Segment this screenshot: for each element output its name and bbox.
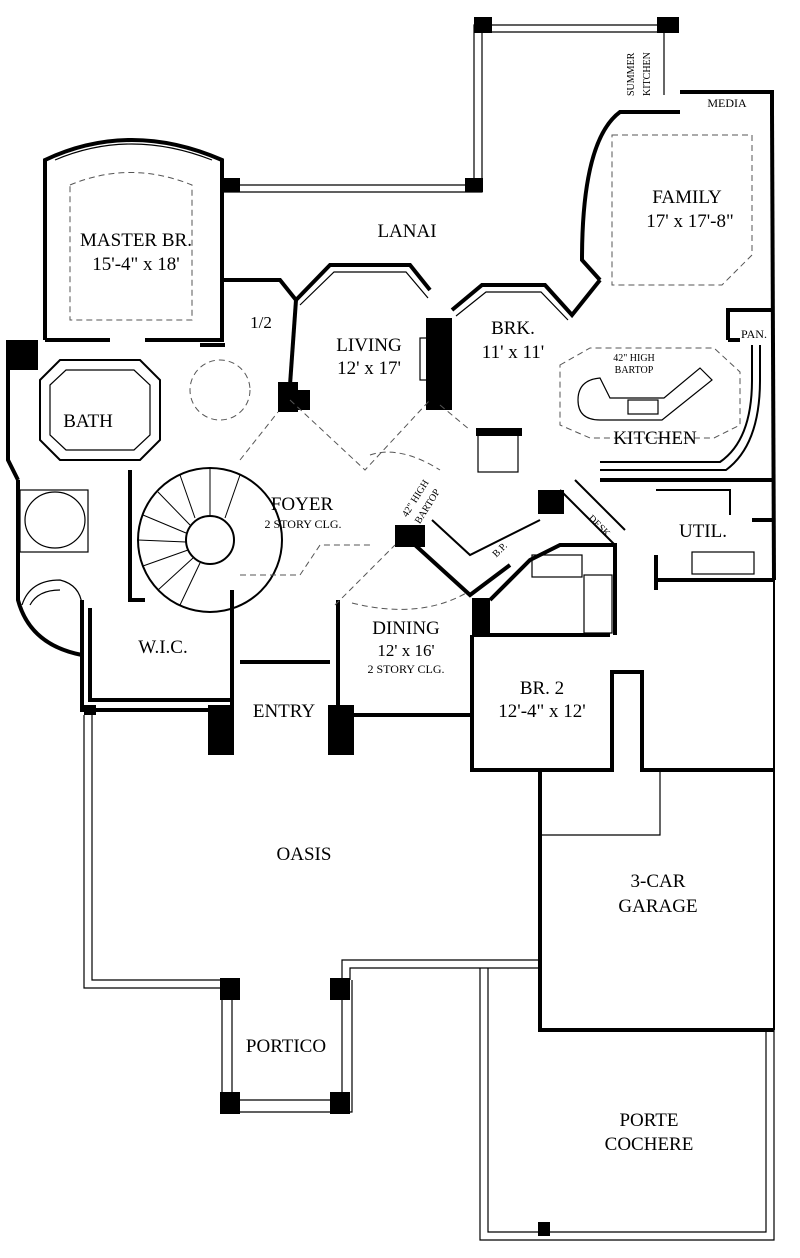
room-pan-name: PAN.: [741, 327, 767, 341]
room-oasis-name: OASIS: [277, 844, 332, 865]
room-brk-name: BRK.: [491, 318, 535, 339]
room-br2-dims: 12'-4" x 12': [498, 701, 585, 722]
room-dining-dims: 12' x 16': [377, 641, 434, 660]
room-desk-name: DESK: [586, 513, 613, 540]
exterior-walls: [6, 24, 776, 1241]
columns: [8, 17, 679, 1236]
room-media-name: MEDIA: [707, 96, 747, 110]
interior-walls: [19, 263, 772, 702]
room-bath-name: BATH: [63, 411, 113, 432]
room-brk-dims: 11' x 11': [482, 342, 544, 363]
room-portico-name: PORTICO: [246, 1036, 326, 1057]
kitchen-bartop-line1: 42" HIGH: [613, 353, 655, 364]
summer-kitchen-line2: KITCHEN: [642, 52, 653, 96]
porte-cochere-line2: COCHERE: [605, 1134, 694, 1155]
room-kitchen-name: KITCHEN: [613, 428, 697, 449]
room-br2-name: BR. 2: [520, 678, 564, 699]
room-labels: MASTER BR. 15'-4" x 18' LANAI SUMMER KIT…: [63, 52, 767, 1155]
room-master-dims: 15'-4" x 18': [92, 254, 179, 275]
kitchen-island: [577, 367, 713, 421]
garage-line1: 3-CAR: [631, 871, 686, 892]
room-foyer-note: 2 STORY CLG.: [264, 517, 341, 531]
kitchen-bartop-line2: BARTOP: [615, 365, 654, 376]
room-family-name: FAMILY: [652, 187, 722, 208]
garage-line2: GARAGE: [618, 896, 697, 917]
room-dining-note: 2 STORY CLG.: [367, 662, 444, 676]
porte-cochere-line1: PORTE: [619, 1110, 678, 1131]
room-wic-name: W.I.C.: [138, 637, 187, 658]
room-family-dims: 17' x 17'-8": [646, 211, 733, 232]
summer-kitchen-line1: SUMMER: [626, 52, 637, 96]
room-entry-name: ENTRY: [253, 701, 316, 722]
room-living-dims: 12' x 17': [337, 358, 401, 379]
room-lanai-name: LANAI: [377, 221, 436, 242]
room-master-name: MASTER BR.: [80, 230, 192, 251]
ceiling-lines: [69, 134, 753, 610]
room-util-name: UTIL.: [679, 521, 727, 542]
room-living-name: LIVING: [336, 335, 402, 356]
room-foyer-name: FOYER: [271, 494, 334, 515]
room-half-bath-name: 1/2: [250, 313, 272, 332]
room-dining-name: DINING: [372, 618, 440, 639]
